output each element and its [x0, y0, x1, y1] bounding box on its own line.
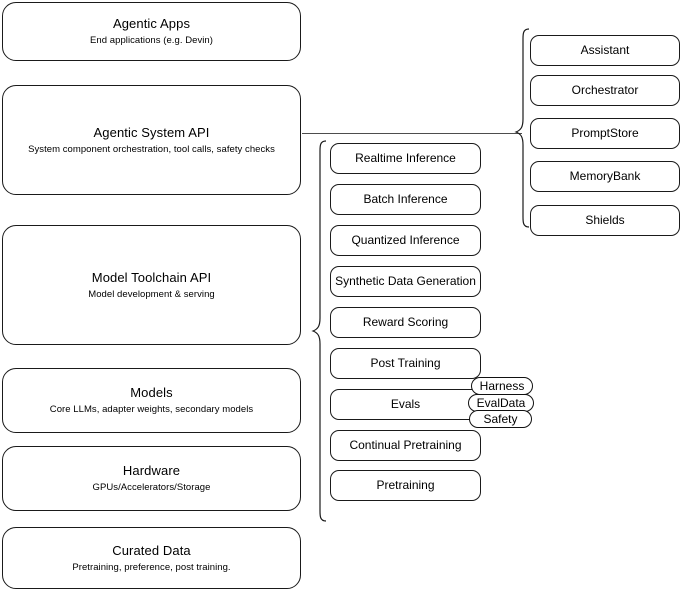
stack-layer-title: Model Toolchain API [91, 269, 212, 285]
stack-layer-agentic-system-api[interactable]: Agentic System API System component orch… [2, 85, 301, 195]
chip-label: Pretraining [376, 478, 435, 492]
toolchain-component-continual-pretraining[interactable]: Continual Pretraining [330, 430, 481, 461]
connector-line-system-api-to-components [302, 133, 522, 134]
stack-layer-title: Agentic Apps [112, 16, 191, 31]
toolchain-component-synthetic-data-generation[interactable]: Synthetic Data Generation [330, 266, 481, 297]
toolchain-component-quantized-inference[interactable]: Quantized Inference [330, 225, 481, 256]
evals-subcomponent-harness[interactable]: Harness [471, 377, 533, 395]
agentic-system-component-shields[interactable]: Shields [530, 205, 680, 236]
evals-subcomponent-evaldata[interactable]: EvalData [468, 394, 534, 412]
toolchain-component-realtime-inference[interactable]: Realtime Inference [330, 143, 481, 174]
agentic-system-component-promptstore[interactable]: PromptStore [530, 118, 680, 149]
stack-layer-subtitle: Core LLMs, adapter weights, secondary mo… [49, 404, 254, 415]
stack-layer-agentic-apps[interactable]: Agentic Apps End applications (e.g. Devi… [2, 2, 301, 61]
agentic-system-component-assistant[interactable]: Assistant [530, 35, 680, 66]
stack-layer-title: Hardware [122, 463, 181, 478]
toolchain-component-reward-scoring[interactable]: Reward Scoring [330, 307, 481, 338]
agentic-system-component-orchestrator[interactable]: Orchestrator [530, 75, 680, 106]
stack-layer-models[interactable]: Models Core LLMs, adapter weights, secon… [2, 368, 301, 433]
chip-label: Evals [390, 397, 421, 411]
pill-label: Harness [479, 379, 525, 393]
stack-layer-subtitle: System component orchestration, tool cal… [28, 143, 275, 155]
toolchain-component-batch-inference[interactable]: Batch Inference [330, 184, 481, 215]
stack-layer-subtitle: End applications (e.g. Devin) [90, 35, 213, 46]
chip-label: PromptStore [571, 126, 639, 140]
stack-layer-subtitle: Pretraining, preference, post training. [72, 561, 231, 573]
chip-label: Shields [585, 213, 625, 227]
toolchain-component-post-training[interactable]: Post Training [330, 348, 481, 379]
stack-layer-title: Curated Data [112, 542, 191, 558]
chip-label: Post Training [370, 356, 441, 370]
brace-agentic-system-components [514, 28, 530, 228]
chip-label: Orchestrator [571, 83, 639, 97]
stack-layer-title: Agentic System API [93, 124, 210, 140]
stack-layer-title: Models [130, 385, 173, 400]
toolchain-component-pretraining[interactable]: Pretraining [330, 470, 481, 501]
chip-label: Batch Inference [363, 192, 448, 206]
chip-label: Reward Scoring [362, 315, 449, 329]
chip-label: Assistant [580, 43, 630, 57]
stack-layer-curated-data[interactable]: Curated Data Pretraining, preference, po… [2, 527, 301, 589]
brace-toolchain-components [311, 140, 327, 522]
stack-layer-model-toolchain-api[interactable]: Model Toolchain API Model development & … [2, 225, 301, 345]
chip-label: Synthetic Data Generation [335, 274, 476, 288]
stack-layer-subtitle: GPUs/Accelerators/Storage [92, 482, 211, 493]
chip-label: Realtime Inference [355, 151, 456, 165]
toolchain-component-evals[interactable]: Evals [330, 389, 481, 420]
chip-label: MemoryBank [569, 169, 641, 183]
stack-layer-hardware[interactable]: Hardware GPUs/Accelerators/Storage [2, 446, 301, 511]
pill-label: Safety [483, 412, 518, 426]
evals-subcomponent-safety[interactable]: Safety [469, 410, 532, 428]
chip-label: Quantized Inference [351, 233, 460, 247]
stack-layer-subtitle: Model development & serving [88, 288, 215, 300]
pill-label: EvalData [476, 396, 526, 410]
chip-label: Continual Pretraining [349, 438, 462, 452]
agentic-system-component-memorybank[interactable]: MemoryBank [530, 161, 680, 192]
